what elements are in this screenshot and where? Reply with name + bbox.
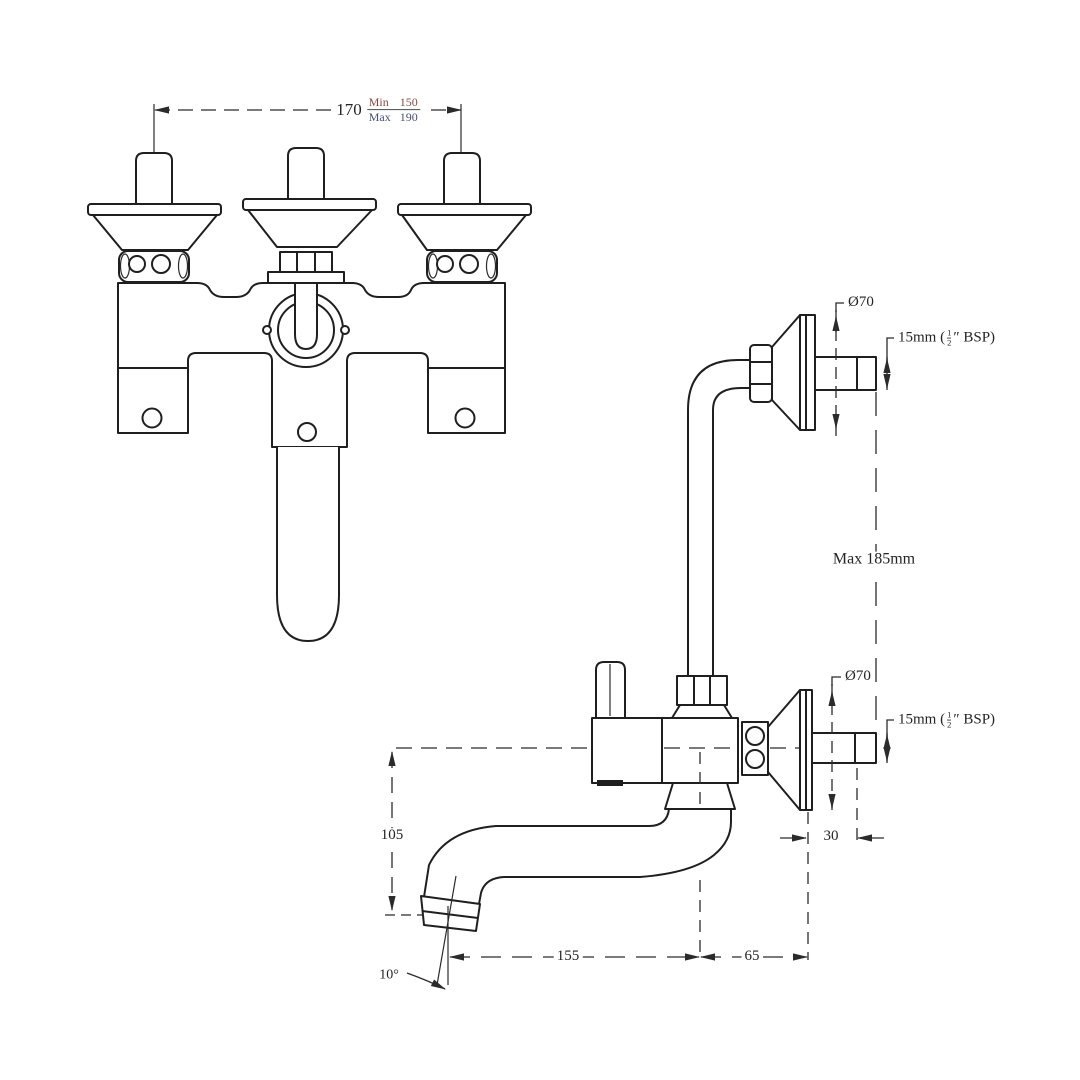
- max-value: 190: [399, 110, 418, 125]
- bsp-top-leader: [886, 337, 894, 362]
- spout-axis-tilted: [436, 875, 457, 986]
- bsp-bottom-label: 15mm ( 1 2 ″ BSP): [895, 709, 999, 730]
- center-mount-hole: [297, 422, 317, 442]
- right-valve-stem: [443, 152, 481, 205]
- riser-pipe-outer: [687, 359, 751, 676]
- diverter-shank: [294, 277, 318, 350]
- dim-65-label: 65: [741, 948, 763, 965]
- angle-10-label: 10°: [376, 968, 402, 984]
- bsp-top-label: 15mm ( 1 2 ″ BSP): [895, 327, 999, 348]
- right-flange-plate: [397, 203, 532, 216]
- riser-pipe-inner: [712, 387, 751, 676]
- min-value: 150: [399, 95, 418, 110]
- center-valve-stem: [287, 147, 325, 200]
- left-mount-hole: [141, 407, 163, 429]
- max-185-label: Max 185mm: [829, 551, 919, 569]
- dim-30-label: 30: [820, 828, 842, 845]
- bsp-bottom-prefix: 15mm (: [898, 711, 946, 728]
- top-cone: [771, 314, 801, 431]
- ring-left-tab: [262, 325, 272, 335]
- dia70-top-leader: [835, 302, 844, 312]
- bottom-inlet-pipe: [811, 732, 877, 764]
- dim-170-label: 170 Min 150 Max 190: [333, 95, 423, 125]
- top-inlet-pipe: [814, 356, 877, 391]
- angle-10-arc: [406, 972, 446, 990]
- bsp-top-suffix: ″ BSP): [953, 329, 996, 346]
- right-cone: [401, 214, 527, 251]
- left-wall-union: [118, 250, 190, 283]
- nut-base-plate: [267, 271, 345, 284]
- left-flange-plate: [87, 203, 222, 216]
- top-flange: [799, 314, 816, 431]
- left-cone: [92, 214, 218, 251]
- center-flange-plate: [242, 198, 377, 211]
- right-mount-hole: [454, 407, 476, 429]
- handle-block: [591, 717, 663, 784]
- center-distance-value: 170: [336, 100, 362, 120]
- bsp-top-prefix: 15mm (: [898, 329, 946, 346]
- right-wall-union: [426, 250, 498, 283]
- bsp-bottom-leader: [886, 719, 894, 737]
- side-spout: [423, 808, 732, 905]
- half-inch-fraction: 1 2: [947, 709, 952, 730]
- bottom-wall-connector: [741, 689, 877, 811]
- bsp-bottom-suffix: ″ BSP): [953, 711, 996, 728]
- dia70-bottom-label: Ø70: [842, 668, 874, 685]
- left-valve-stem: [135, 152, 173, 205]
- fraction-denominator: 2: [947, 719, 952, 730]
- top-wall-connector: [749, 314, 877, 431]
- fraction-numerator: 1: [947, 327, 952, 339]
- dim-105-label: 105: [377, 827, 407, 844]
- dia70-top-label: Ø70: [845, 294, 877, 311]
- side-view: [420, 314, 877, 986]
- half-inch-fraction: 1 2: [947, 327, 952, 348]
- center-hex-nut: [279, 251, 333, 273]
- dim-155-label: 155: [553, 948, 583, 965]
- handle-seat-mark: [597, 780, 623, 786]
- bottom-cone: [767, 689, 801, 811]
- front-view: [87, 104, 532, 642]
- riser-skirt: [671, 704, 733, 719]
- dia70-bottom-leader: [831, 676, 841, 686]
- fraction-denominator: 2: [947, 337, 952, 348]
- riser-nut: [676, 675, 728, 706]
- min-max-fraction: Min 150 Max 190: [366, 95, 420, 125]
- ring-right-tab: [340, 325, 350, 335]
- aerator-joint-line: [421, 910, 479, 919]
- max-word: Max: [368, 110, 391, 125]
- min-word: Min: [368, 95, 389, 110]
- fraction-numerator: 1: [947, 709, 952, 721]
- center-cone: [247, 209, 373, 248]
- front-spout-tube: [276, 447, 340, 642]
